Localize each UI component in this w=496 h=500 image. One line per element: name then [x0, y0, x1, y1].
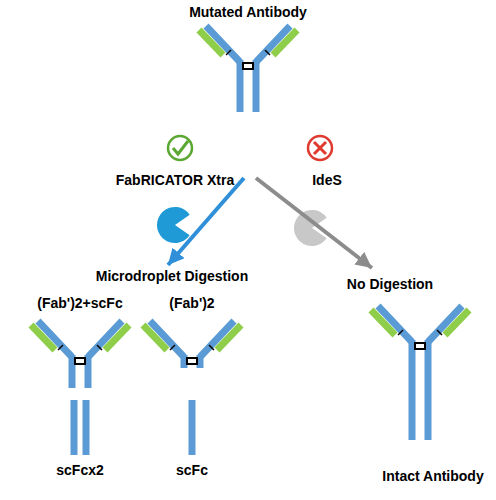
reaction-arrow [168, 178, 244, 265]
antibody-node: Mutated Antibody [170, 2, 326, 178]
fragment-node: (Fab')2+scFc scFcx2 [20, 292, 140, 487]
antibody-arms [143, 321, 241, 365]
node-heading: Mutated Antibody [189, 4, 307, 21]
fragment-label: (Fab')2 [169, 295, 214, 312]
cross-icon [308, 136, 332, 160]
antibody-arms [31, 321, 129, 365]
intact-antibody [371, 306, 469, 440]
antibody-arms [199, 26, 297, 70]
scfc-chain [71, 400, 78, 455]
fab2-fragment [143, 321, 241, 455]
fc-chain [425, 340, 432, 440]
digestion-group: Microdroplet Digestion (Fab')2+scFc scFcx2… [20, 265, 265, 490]
fragment-node: (Fab')2 scFc [140, 292, 260, 487]
check-mark [173, 141, 188, 154]
antibody-arms [371, 306, 469, 350]
fc-chain [409, 340, 416, 440]
reaction-arrow [256, 178, 372, 268]
enzyme-pacman [157, 207, 190, 243]
enzyme-pacman [294, 210, 327, 246]
fragment-label: (Fab')2+scFc [37, 295, 122, 312]
check-circle [168, 136, 192, 160]
mutated-antibody [199, 26, 297, 112]
fragment-label: scFcx2 [56, 462, 103, 479]
fragment-label: scFc [176, 462, 208, 479]
cross-mark [314, 142, 326, 154]
enzyme-label: FabRICATOR Xtra [116, 172, 235, 189]
check-icon [168, 136, 192, 160]
cross-circle [308, 136, 332, 160]
enzyme-label: IdeS [312, 172, 342, 189]
scfc-chain [189, 400, 196, 455]
node-heading: Microdroplet Digestion [96, 268, 248, 285]
scfc-chain [83, 400, 90, 455]
antibody-label: Intact Antibody [382, 468, 483, 485]
antibody-node: No DigestionIntact Antibody [340, 268, 495, 493]
node-heading: No Digestion [347, 276, 433, 293]
fab2-scfc-fragment [31, 321, 129, 455]
